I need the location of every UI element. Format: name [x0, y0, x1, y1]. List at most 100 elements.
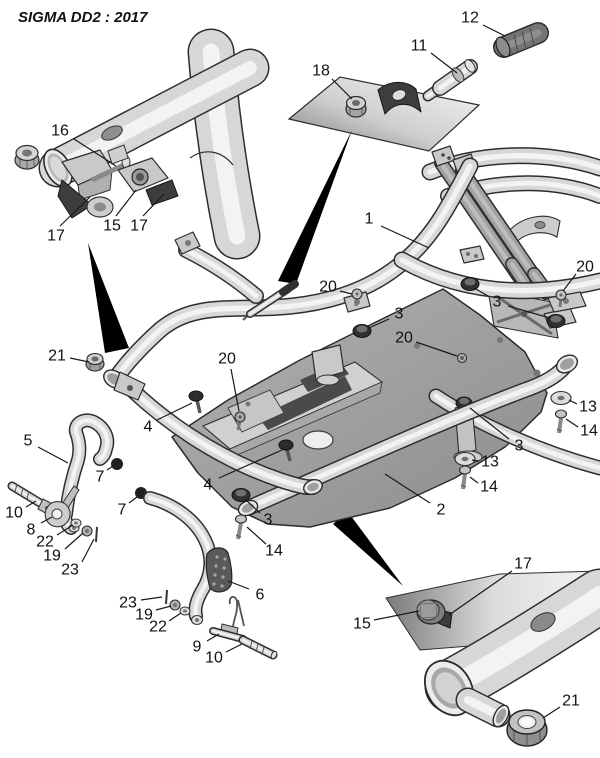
detail-locator-wedges — [88, 130, 403, 586]
callout-label-4: 4 — [144, 419, 153, 436]
callout-label-19: 19 — [43, 548, 61, 565]
cross-bracket — [487, 289, 559, 339]
callout-label-15: 15 — [103, 218, 121, 235]
callout-leader-12 — [482, 24, 506, 37]
pedal-cap-7 — [111, 458, 123, 470]
pan-hole — [497, 337, 503, 343]
screw-4 — [188, 390, 204, 414]
callout-leader-10 — [25, 500, 37, 508]
callout-leader-11 — [430, 52, 458, 74]
chassis-frame — [85, 145, 600, 540]
callout-label-3: 3 — [493, 294, 502, 311]
pin-23 — [165, 589, 168, 605]
pedal-assemblies — [7, 413, 278, 660]
callout-label-11: 11 — [411, 38, 428, 55]
screw-20 — [351, 288, 363, 307]
callout-leader-14 — [246, 526, 267, 545]
callout-leader-13 — [471, 459, 480, 462]
heel-plate — [385, 570, 600, 651]
callout-leader-15 — [373, 610, 420, 621]
nut-19 — [169, 599, 181, 611]
callout-label-3: 3 — [515, 438, 524, 455]
torsion-rod — [242, 280, 299, 321]
tube-hole — [101, 125, 123, 141]
callout-leader-3 — [469, 407, 510, 440]
callout-label-14: 14 — [580, 423, 598, 440]
callout-leader-7 — [128, 496, 138, 504]
callout-label-21: 21 — [562, 693, 580, 710]
locator-wedge — [278, 130, 352, 284]
stub-tube — [455, 687, 511, 728]
washer-13 — [454, 451, 476, 467]
pin-23 — [95, 526, 98, 543]
grommet-3 — [460, 277, 480, 291]
pan-bracket — [311, 344, 345, 381]
bolt-14 — [554, 409, 568, 434]
locator-wedge — [88, 243, 129, 353]
callout-leader-13 — [568, 399, 578, 405]
callout-label-17: 17 — [130, 218, 148, 235]
callout-label-6: 6 — [256, 587, 265, 604]
callout-label-8: 8 — [27, 522, 36, 539]
callout-leader-20 — [230, 368, 240, 412]
callout-label-10: 10 — [5, 505, 23, 522]
clamp-nut — [14, 144, 40, 170]
callout-label-23: 23 — [61, 562, 79, 579]
tie-rod-10 — [238, 635, 278, 660]
callout-leader-19 — [155, 605, 172, 611]
steering-support-tube — [51, 61, 257, 175]
screw-4 — [278, 439, 294, 462]
callout-label-7: 7 — [96, 469, 105, 486]
pan-hole — [414, 343, 420, 349]
wedge-bracket — [57, 179, 93, 219]
callout-leader-8 — [40, 516, 53, 524]
page-title: SIGMA DD2 : 2017 — [18, 9, 148, 26]
callout-label-5: 5 — [24, 433, 33, 450]
callout-leader-17 — [142, 193, 165, 217]
nut-19 — [81, 525, 93, 537]
bushing-cap — [493, 22, 549, 58]
callout-label-13: 13 — [579, 399, 597, 416]
bolt-14 — [234, 514, 248, 540]
screw-20 — [234, 411, 246, 431]
grommet-3 — [546, 314, 566, 328]
callout-label-20: 20 — [576, 259, 594, 276]
detail-inset-axle-tube — [385, 568, 600, 747]
grommet-3 — [352, 324, 372, 338]
callout-leader-1 — [380, 225, 430, 249]
callout-leader-23 — [81, 538, 95, 563]
main-rail-tube — [113, 163, 473, 381]
callout-label-20: 20 — [218, 351, 236, 368]
nut-21 — [85, 352, 105, 372]
clamp-bracket — [61, 144, 131, 201]
callout-leader-3 — [246, 500, 261, 514]
throttle-lever-9 — [209, 596, 247, 643]
callout-leader-14 — [469, 476, 479, 484]
callout-label-10: 10 — [205, 650, 223, 667]
clamp-bolt — [90, 160, 130, 183]
callout-label-23: 23 — [119, 595, 137, 612]
callout-leader-4 — [218, 449, 283, 479]
callout-leader-3 — [507, 305, 551, 319]
callout-label-20: 20 — [319, 279, 337, 296]
callout-label-16: 16 — [51, 123, 69, 140]
screw-20 — [456, 352, 468, 364]
callout-label-22: 22 — [149, 619, 167, 636]
washer-22 — [179, 606, 191, 616]
callout-leader-3 — [368, 318, 390, 329]
callout-leader-2 — [384, 473, 431, 504]
callout-leader-20 — [415, 341, 458, 357]
callout-label-4: 4 — [204, 477, 213, 494]
callout-leader-15 — [115, 189, 137, 217]
callout-label-22: 22 — [36, 534, 54, 551]
callout-label-14: 14 — [265, 543, 283, 560]
tube-hole — [530, 612, 556, 632]
callout-leader-17 — [448, 570, 513, 616]
callout-label-14: 14 — [480, 479, 498, 496]
pivot-pin — [422, 59, 478, 102]
callout-leader-5 — [37, 446, 69, 464]
axle-bearing-tube — [442, 586, 600, 696]
